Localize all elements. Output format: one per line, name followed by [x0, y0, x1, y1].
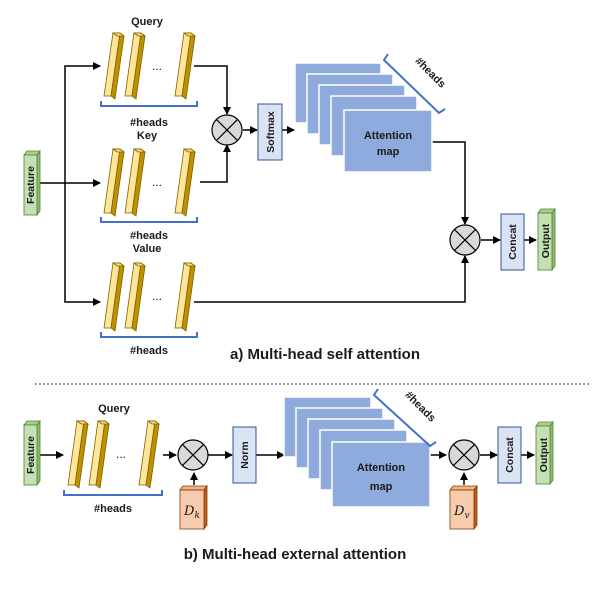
multiply-op-b2 — [448, 439, 480, 471]
attention-heads-label-b: #heads — [402, 389, 437, 424]
key-ellipsis-a: ... — [152, 175, 162, 189]
query-bar-b1 — [67, 420, 90, 489]
caption-b: b) Multi-head external attention — [184, 546, 407, 563]
value-group-a: Value ... #heads — [100, 243, 198, 357]
multiply-op-a1 — [211, 114, 243, 146]
norm-box: Norm — [232, 426, 257, 484]
query-label-a: Query — [131, 16, 164, 28]
caption-a: a) Multi-head self attention — [230, 346, 420, 363]
panel-b: Feature Query ... #heads — [23, 388, 554, 563]
value-bracket-a — [100, 332, 198, 338]
memory-dv-block: Dv — [449, 484, 478, 531]
key-heads-a: #heads — [130, 230, 168, 242]
value-label-a: Value — [133, 243, 162, 255]
concat-label-b: Concat — [504, 437, 516, 473]
feature-block-b: Feature — [23, 419, 41, 487]
query-label-b: Query — [98, 403, 131, 415]
query-group-a: Query ... #heads — [100, 16, 198, 129]
panel-a-connectors — [38, 62, 537, 306]
dk-symbol: D — [183, 504, 195, 519]
query-ellipsis-a: ... — [152, 59, 162, 73]
query-bar-1 — [103, 32, 126, 100]
query-bar-b3 — [138, 420, 161, 489]
panel-b-connectors — [38, 451, 535, 485]
concat-label-a: Concat — [507, 224, 519, 260]
output-block-a: Output — [537, 207, 556, 272]
attention-map-label-b2: map — [370, 481, 393, 493]
memory-dk-block: Dk — [179, 484, 208, 531]
attention-map-label-a1: Attention — [364, 130, 413, 142]
concat-box-b: Concat — [497, 426, 522, 484]
query-group-b: Query ... #heads — [63, 403, 163, 515]
dk-subscript: k — [194, 511, 199, 521]
dv-subscript: v — [464, 511, 469, 521]
attention-heads-bracket-b — [372, 388, 437, 448]
query-heads-b: #heads — [94, 503, 132, 515]
value-ellipsis-a: ... — [152, 289, 162, 303]
query-bar-b2 — [88, 420, 111, 489]
multiply-op-b1 — [177, 439, 209, 471]
key-group-a: Key ... #heads — [100, 130, 198, 242]
query-bar-2 — [124, 32, 147, 100]
key-label-a: Key — [137, 130, 158, 142]
output-label-a: Output — [540, 223, 552, 258]
attention-heads-bracket-a — [382, 53, 446, 115]
value-bar-1 — [103, 262, 126, 332]
softmax-label: Softmax — [265, 111, 277, 153]
output-label-b: Output — [538, 437, 550, 472]
multiply-op-a2 — [449, 224, 481, 256]
query-bracket-b — [63, 490, 163, 496]
panel-a: Feature Query ... #heads — [23, 16, 556, 363]
key-bar-2 — [124, 148, 147, 217]
attention-heads-label-a: #heads — [412, 55, 447, 90]
attention-map-label-a2: map — [377, 146, 400, 158]
attention-map-stack-a — [294, 62, 433, 173]
key-bracket-a — [100, 217, 198, 223]
softmax-box: Softmax — [257, 103, 283, 161]
output-block-b: Output — [535, 420, 554, 486]
value-heads-a: #heads — [130, 345, 168, 357]
norm-label: Norm — [239, 441, 251, 468]
feature-block-a: Feature — [23, 149, 41, 217]
attention-map-front-b — [331, 441, 431, 508]
attention-map-label-b1: Attention — [357, 462, 406, 474]
memory-dk-label: Dk — [183, 504, 200, 521]
value-bar-2 — [124, 262, 147, 332]
query-heads-a: #heads — [130, 117, 168, 129]
memory-dv-label: Dv — [453, 504, 470, 521]
feature-label-b: Feature — [25, 436, 37, 474]
query-ellipsis-b: ... — [116, 447, 126, 461]
dv-symbol: D — [453, 504, 465, 519]
attention-map-front-a — [343, 109, 433, 173]
key-bar-3 — [174, 148, 197, 217]
feature-label-a: Feature — [25, 166, 37, 204]
concat-box-a: Concat — [500, 213, 525, 271]
value-bar-3 — [174, 262, 197, 332]
query-bar-3 — [174, 32, 197, 100]
query-bracket-a — [100, 101, 198, 107]
attention-map-stack-b — [283, 396, 431, 508]
key-bar-1 — [103, 148, 126, 217]
